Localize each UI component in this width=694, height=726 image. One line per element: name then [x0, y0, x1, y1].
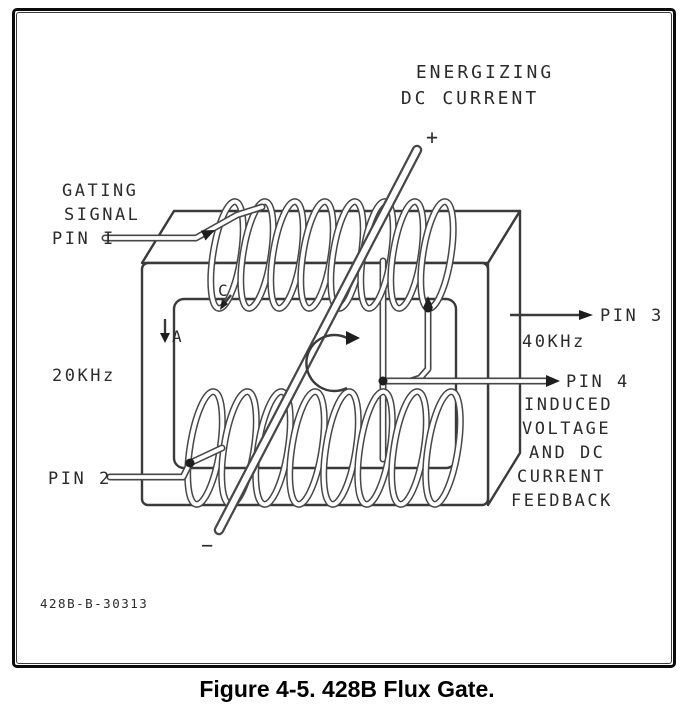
pin1-lead — [101, 203, 266, 242]
core-right-face — [486, 209, 522, 507]
core-label-c: C — [218, 281, 228, 300]
energizing-label-line2: DC CURRENT — [401, 88, 539, 109]
right-frequency-label: 40KHz — [522, 332, 586, 352]
drawing-number: 428B-B-30313 — [40, 596, 148, 611]
pin3-label: PIN 3 — [600, 306, 664, 326]
pin3-arrow — [579, 310, 593, 320]
pin1-label: PIN I — [52, 229, 116, 249]
pin4-junction-dot — [378, 376, 388, 386]
pin4-label: PIN 4 — [566, 372, 630, 392]
plus-sign: + — [426, 125, 438, 149]
point-c-marker — [220, 294, 232, 310]
point-a-marker — [160, 319, 170, 343]
pin4-desc-line5: FEEDBACK — [511, 491, 613, 511]
gating-label-line2: SIGNAL — [64, 205, 140, 225]
pin2-label: PIN 2 — [48, 469, 112, 489]
pin4-desc-line3: AND DC — [529, 443, 605, 463]
pin4-desc-line1: INDUCED — [524, 395, 613, 415]
pin4-lead — [378, 296, 560, 387]
core-label-a: A — [172, 327, 182, 346]
flux-direction-arrow — [305, 331, 360, 393]
pin2-lead — [106, 444, 226, 481]
flux-gate-diagram: ENERGIZING DC CURRENT + − GATING SIGNAL … — [40, 62, 664, 611]
figure-border-frame: ENERGIZING DC CURRENT + − GATING SIGNAL … — [12, 8, 676, 668]
feedback-up-arrow — [423, 296, 433, 308]
minus-sign: − — [201, 533, 213, 557]
figure-caption: Figure 4-5. 428B Flux Gate. — [199, 676, 495, 702]
pin4-desc-line2: VOLTAGE — [522, 419, 611, 439]
pin1-arrow — [200, 230, 215, 241]
pin2-junction-dot — [185, 458, 195, 468]
pin3-lead — [510, 310, 593, 320]
gating-label-line1: GATING — [62, 181, 138, 201]
left-frequency-label: 20KHz — [52, 366, 116, 386]
pin4-arrow — [546, 375, 560, 387]
energizing-label-line1: ENERGIZING — [416, 62, 554, 83]
pin4-desc-line4: CURRENT — [517, 467, 606, 487]
